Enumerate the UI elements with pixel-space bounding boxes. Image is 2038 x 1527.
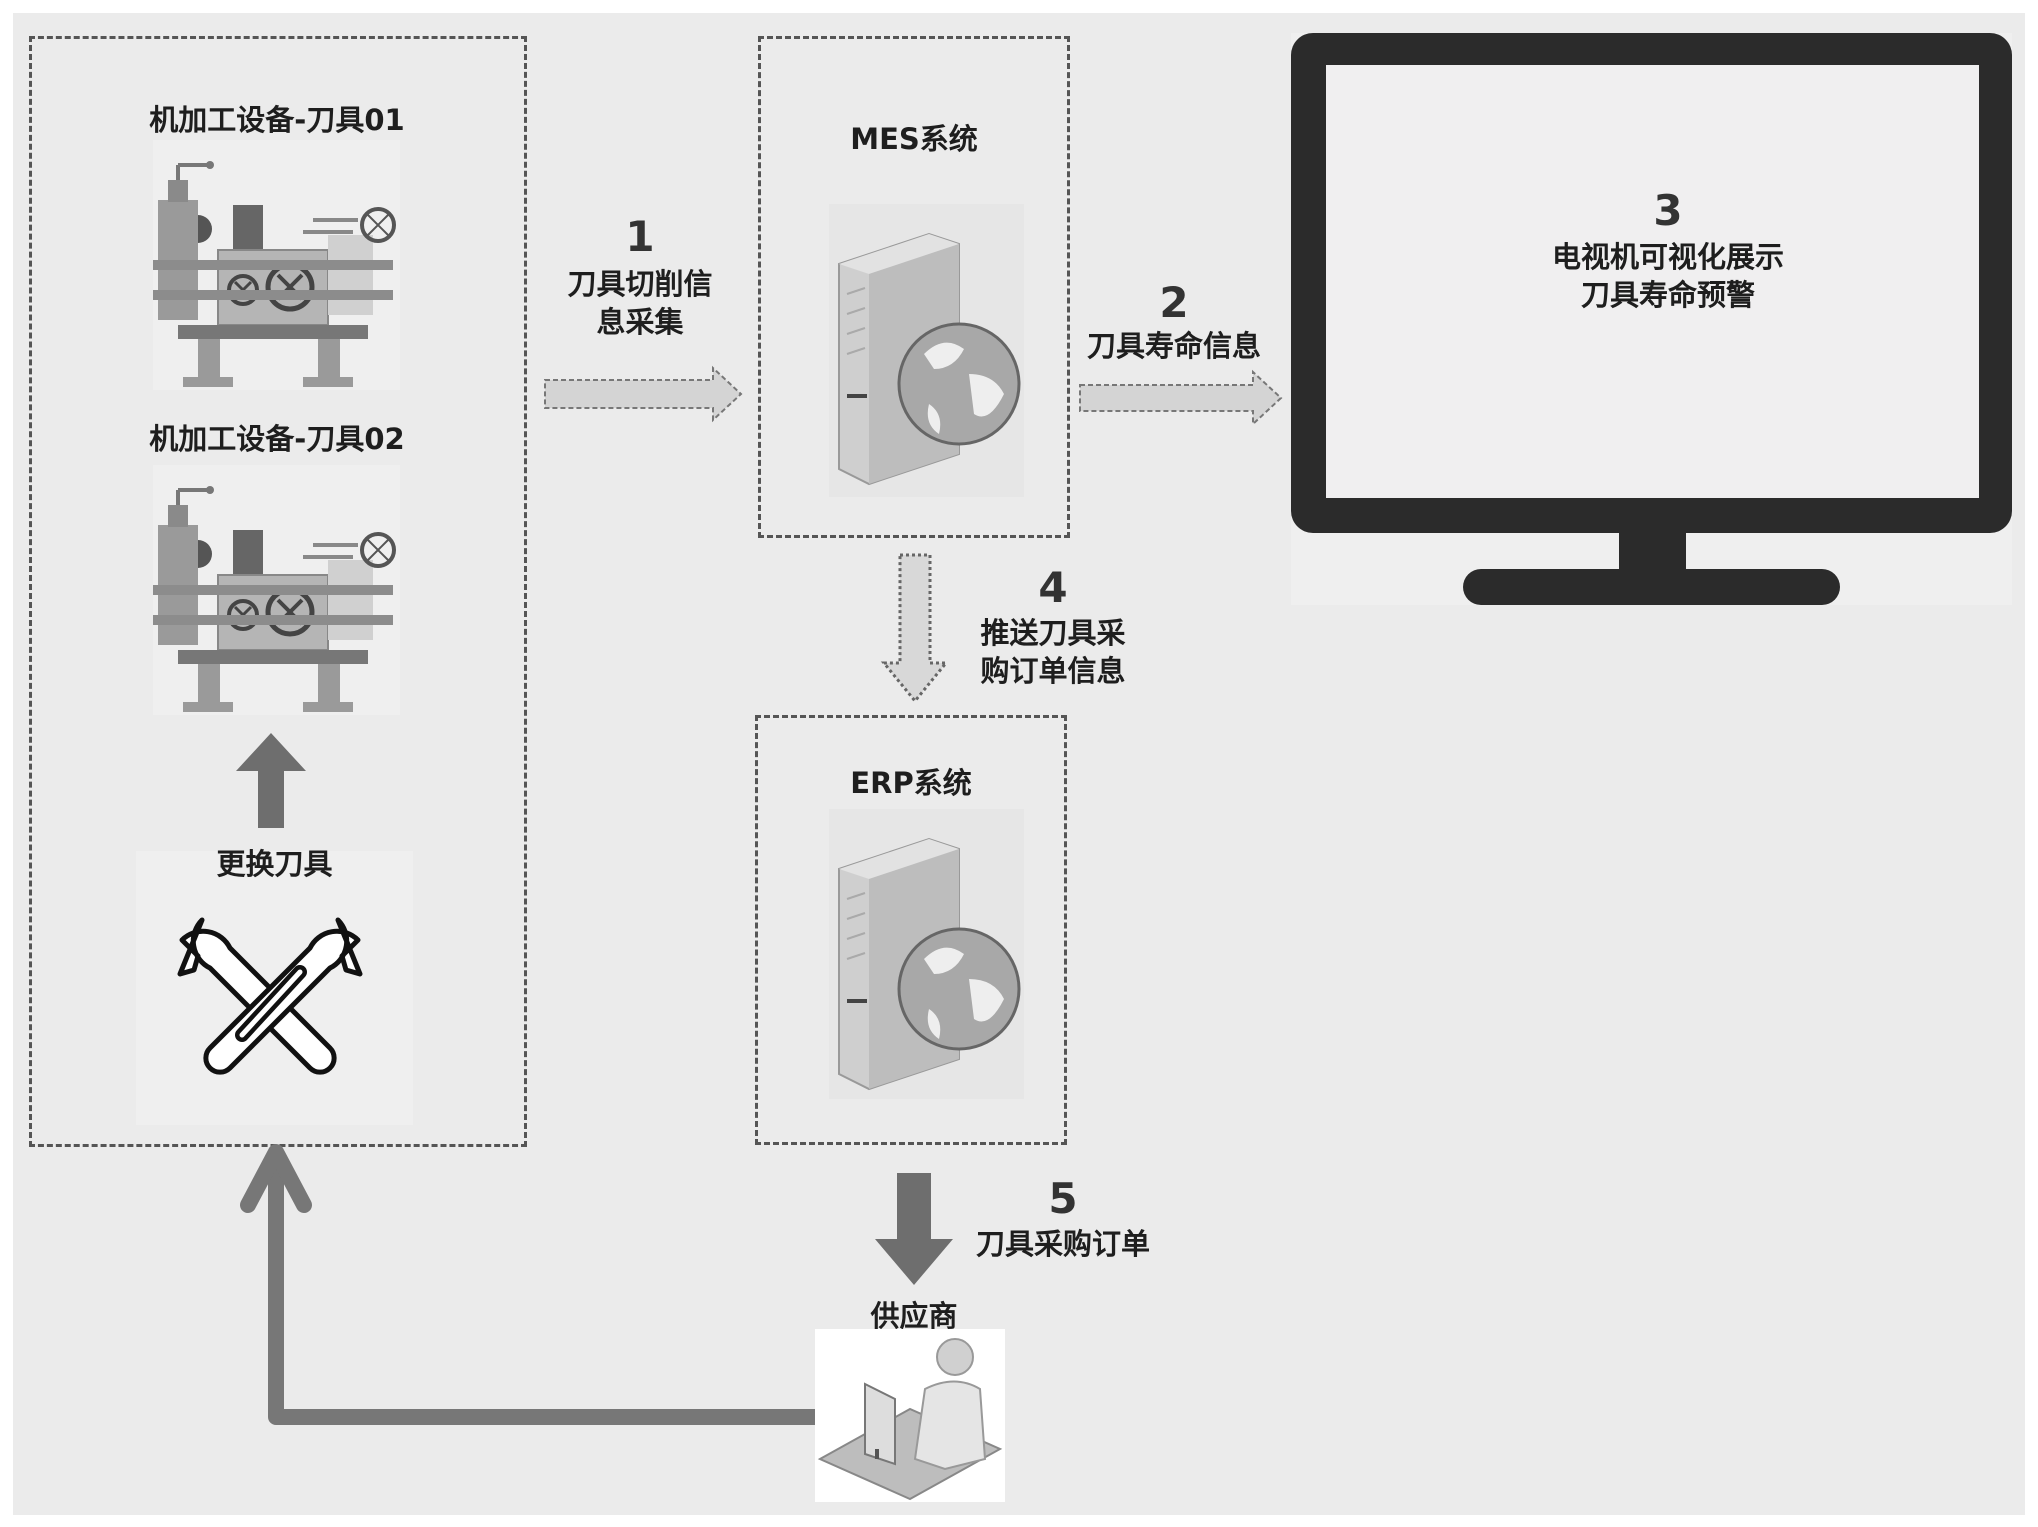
return-arrow xyxy=(0,0,2038,1527)
